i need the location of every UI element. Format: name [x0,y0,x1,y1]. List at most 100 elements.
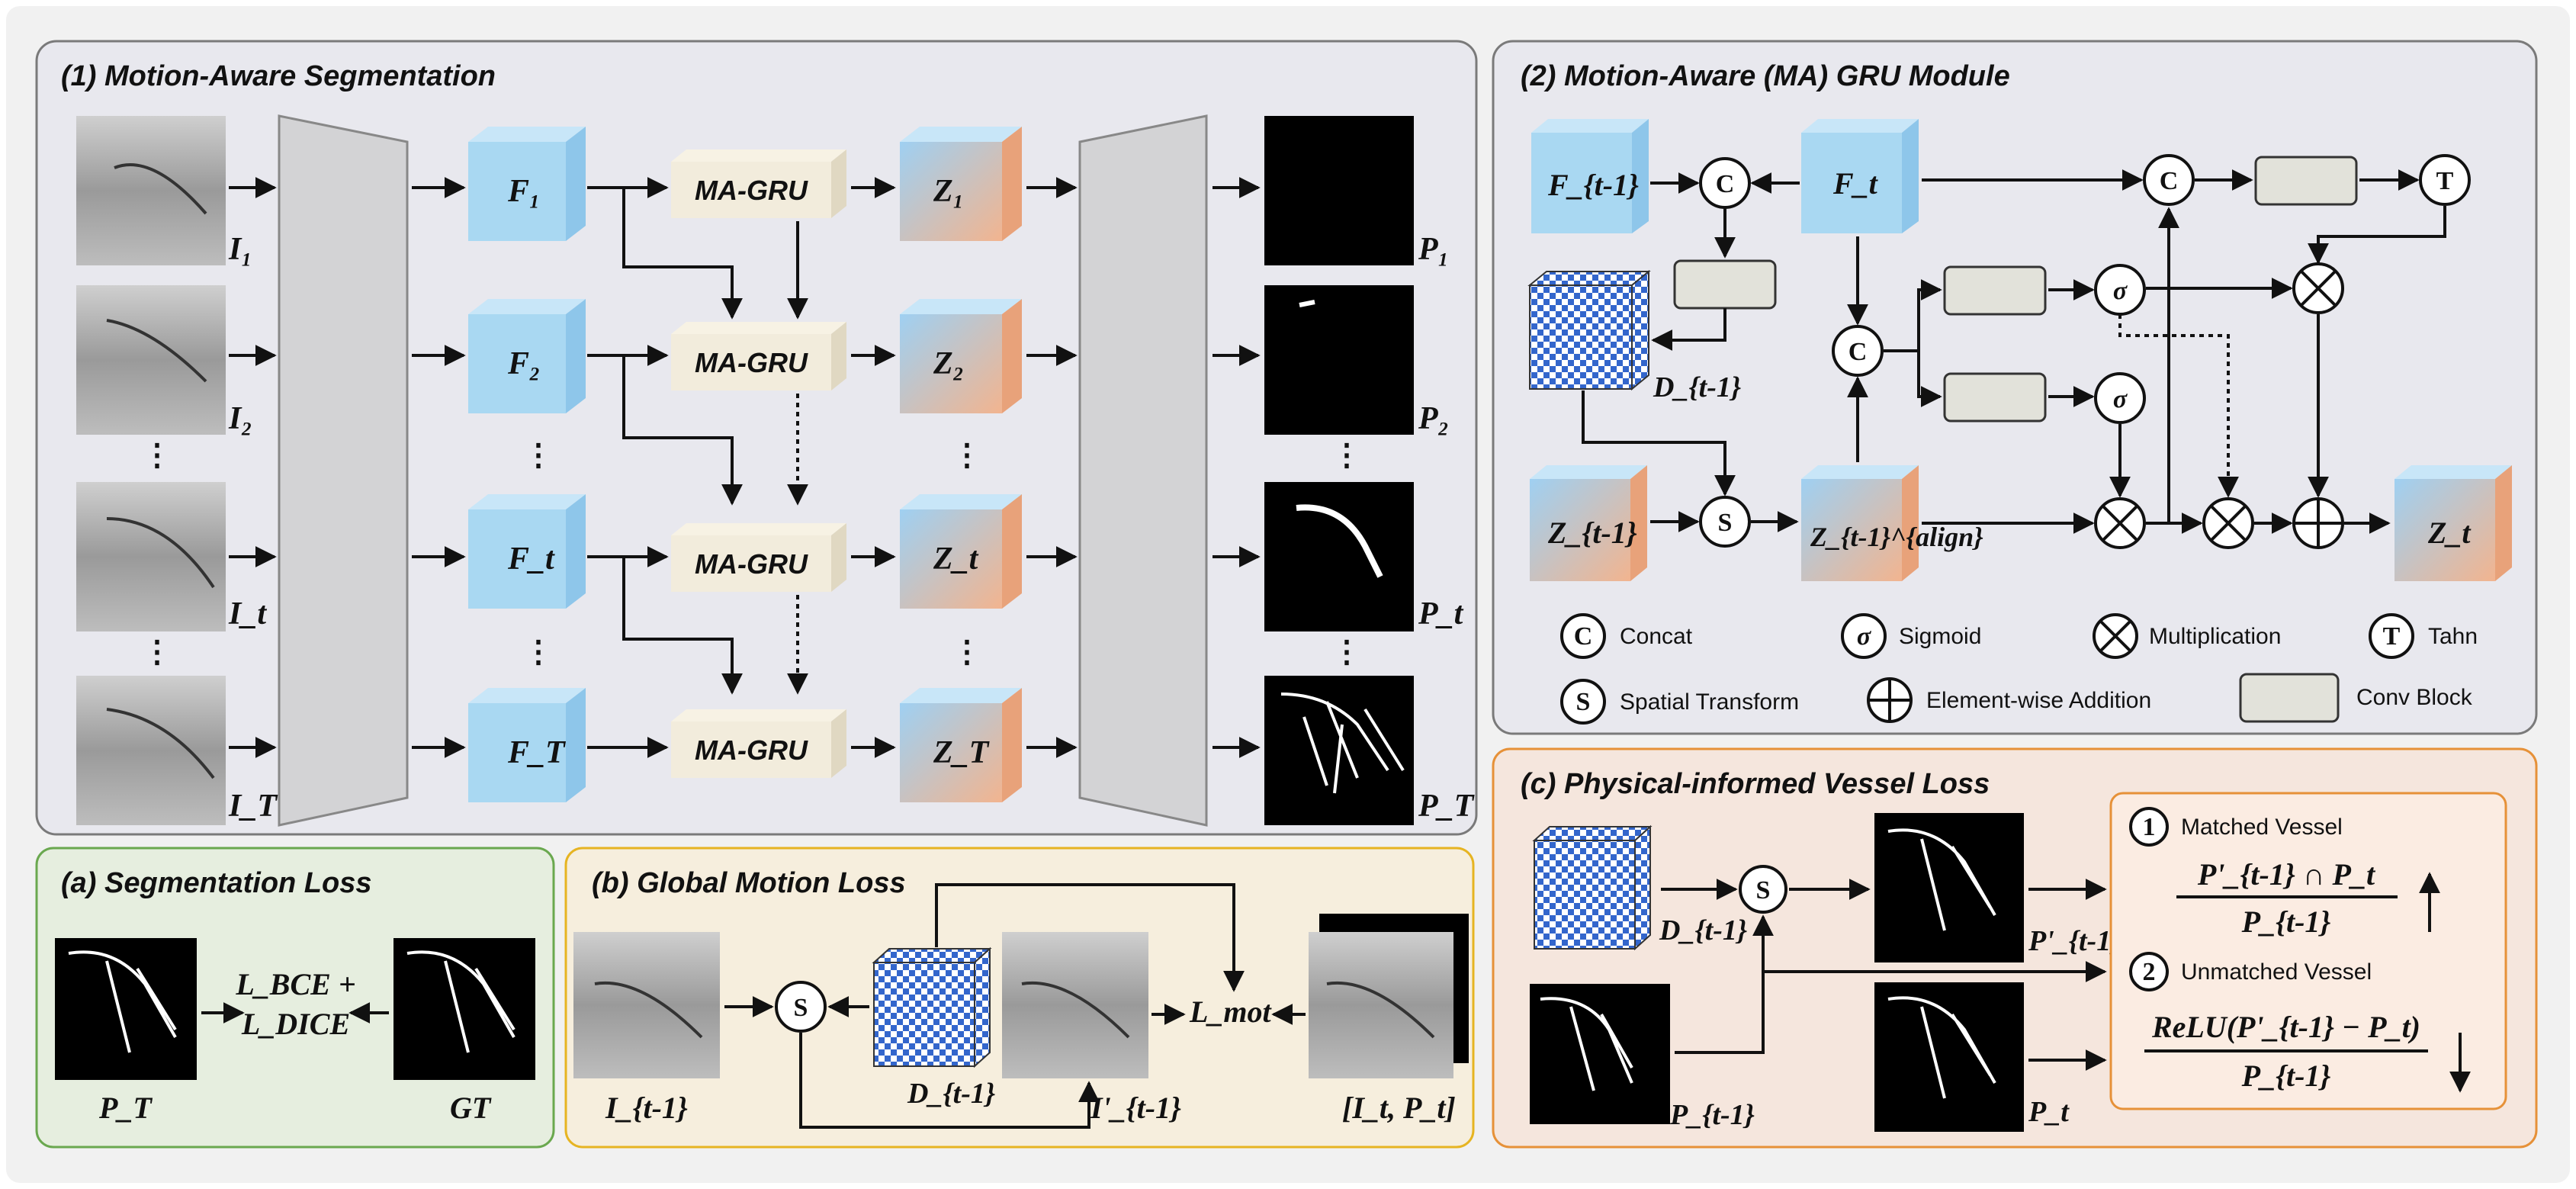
feature-label: F_T [507,735,567,770]
hidden-cube [900,299,1022,413]
prev-pred-mask [1530,984,1670,1124]
ellipsis: ⋮ [1331,635,1362,669]
ma-gru-block: MA-GRU [671,523,846,592]
gt-label: GT [450,1091,492,1125]
hidden-cube-aligned: Z_{t-1}^{align} [1801,465,1983,581]
legend-sigmoid-icon [1841,613,1887,659]
panel-title: (b) Global Motion Loss [592,867,906,899]
z-prev-label: Z_{t-1} [1547,516,1637,550]
item2-num: 2 [2143,958,2156,986]
conv-block [2254,156,2358,206]
d-prev-label: D_{t-1} [1653,371,1741,403]
ellipsis: ⋮ [523,439,554,472]
spatial-transform-icon [1739,865,1787,914]
ma-gru-block: MA-GRU [671,709,846,778]
legend-concat-symbol: C [1574,622,1593,651]
hidden-label: Z₂ [933,346,964,381]
encoder-block [278,114,409,827]
concat-op: C [1716,170,1735,198]
ellipsis: ⋮ [952,635,982,669]
target-image [1309,932,1453,1078]
p-t-label: P_t [2028,1096,2070,1128]
legend-conv-block: Conv Block [2356,685,2473,710]
hidden-state-cubes: Z₁ Z₂ Z_t Z_T ⋮ ⋮ [900,127,1022,802]
ellipsis: ⋮ [523,635,554,669]
hidden-cube [900,494,1022,609]
vessel-loss-arrows [1661,879,2107,1071]
legend-spatial-transform: Spatial Transform [1620,689,1799,715]
feature-cube-current: F_t [1801,119,1919,233]
sigmoid-op: σ [2113,277,2128,305]
panel-title: (1) Motion-Aware Segmentation [61,60,496,92]
gru-arrows [587,177,896,758]
legend-concat-icon [1560,613,1606,659]
feature-label: F₂ [507,346,541,381]
item2-denominator: P_{t-1} [2241,1059,2331,1093]
loss-line1: L_BCE + [235,967,355,1001]
panel-title: (2) Motion-Aware (MA) GRU Module [1521,60,2010,92]
panel-ma-gru-module: (2) Motion-Aware (MA) GRU Module F_{t-1}… [1492,40,2538,735]
input-image [76,116,226,265]
legend-elementwise-addition: Element-wise Addition [1926,688,2151,713]
legend-tanh-icon [2369,613,2414,659]
ellipsis: ⋮ [952,439,982,472]
item1-badge [2129,807,2169,847]
warped-pred-mask [1874,813,2024,962]
feature-cube-prev: F_{t-1} [1531,119,1649,233]
ma-gru-block: MA-GRU [671,149,846,218]
motion-loss-arrows [724,883,1306,1129]
panel-title: (c) Physical-informed Vessel Loss [1521,768,1990,800]
pred-label: P_T [98,1091,153,1125]
z-t-label: Z_t [2427,516,2472,550]
input-image [76,482,226,631]
panel-title: (a) Segmentation Loss [61,867,372,899]
tanh-op: T [2436,167,2454,195]
legend-spatial-symbol: S [1576,688,1591,716]
gru-connections [1582,169,2446,534]
item2-label: Unmatched Vessel [2181,959,2372,985]
prediction-label: P_T [1418,789,1476,824]
input-prev-label: I_{t-1} [605,1091,688,1125]
spatial-transform-icon [775,981,827,1033]
item1-label: Matched Vessel [2181,815,2343,840]
prediction-masks: P₁ P₂ P_t P_T ⋮ ⋮ [1264,116,1476,825]
concat-op: C [1848,338,1868,366]
input-label: I_T [228,789,278,824]
warped-image [1002,932,1148,1078]
input-images: I₁ I₂ I_t I_T ⋮ ⋮ [76,116,278,825]
gt-mask [393,938,535,1080]
sigmoid-op: σ [2113,385,2128,413]
decoder-arrows [1026,177,1261,758]
conv-block [1673,259,1777,310]
loss-line2: L_DICE [241,1007,350,1041]
feature-label: F₁ [507,174,541,209]
target-label: [I_t, P_t] [1342,1091,1456,1125]
hidden-cube [900,127,1022,241]
legend-concat: Concat [1620,624,1693,649]
feature-cube [468,299,586,413]
deformation-field-cube [1532,824,1653,951]
f-t-label: F_t [1832,166,1879,201]
input-label: I_t [228,596,267,631]
conv-block [1943,372,2047,423]
spatial-transform-op: S [1718,509,1733,537]
item2-badge [2129,952,2169,991]
hidden-cube [900,688,1022,802]
spatial-transform-symbol: S [1756,876,1771,905]
hidden-label: Z_t [933,541,979,577]
current-pred-mask [1874,982,2024,1132]
hidden-label: Z₁ [933,174,964,209]
legend-spatial-icon [1560,679,1606,725]
add-icon [2294,499,2343,548]
legend-tanh: Tahn [2428,624,2478,649]
hidden-cube-prev: Z_{t-1} [1530,465,1647,581]
panel-segmentation-loss: (a) Segmentation Loss P_T GT L_BCE + L_D… [35,847,555,1149]
input-arrows [229,177,466,758]
prediction-label: P_t [1418,596,1464,631]
concat-op: C [2160,167,2179,195]
prediction-mask [1264,482,1414,631]
ellipsis: ⋮ [1331,439,1362,472]
ma-gru-label: MA-GRU [695,548,808,580]
ma-gru-block: MA-GRU [671,322,846,390]
